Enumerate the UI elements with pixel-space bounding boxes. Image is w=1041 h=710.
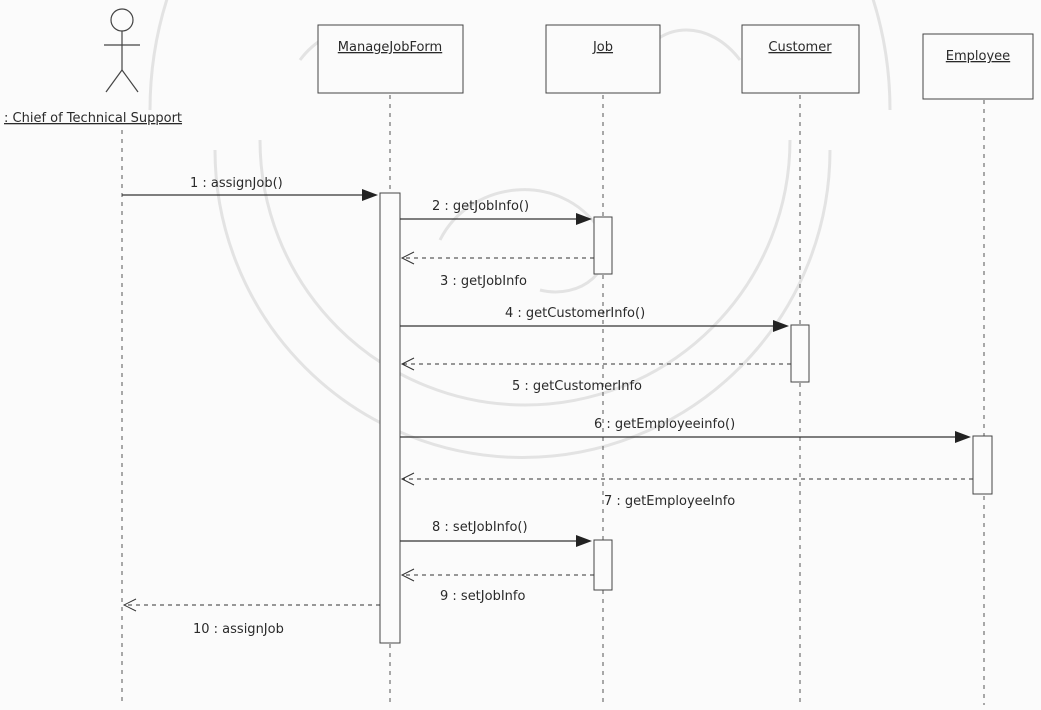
- activation-job-1: [594, 217, 612, 274]
- message-6-arrowhead: [955, 431, 971, 443]
- activation-employee: [973, 436, 992, 494]
- message-8-arrowhead: [576, 535, 592, 547]
- activation-customer: [791, 325, 809, 382]
- message-3-label: 3 : getJobInfo: [440, 274, 527, 289]
- message-8-label: 8 : setJobInfo(): [432, 520, 528, 535]
- message-2-label: 2 : getJobInfo(): [432, 199, 529, 214]
- object-box-manage-job-form: ManageJobForm: [318, 25, 463, 93]
- messages: [122, 189, 973, 611]
- message-4-label: 4 : getCustomerInfo(): [505, 306, 645, 321]
- object-name-customer: Customer: [768, 40, 832, 55]
- message-9-label: 9 : setJobInfo: [440, 589, 525, 604]
- object-box-customer: Customer: [742, 25, 859, 93]
- object-name-job: Job: [592, 40, 613, 55]
- actor-name: : Chief of Technical Support: [4, 111, 182, 126]
- message-7-label: 7 : getEmployeeInfo: [604, 494, 735, 509]
- object-box-job: Job: [546, 25, 660, 93]
- object-name-employee: Employee: [946, 49, 1010, 64]
- message-2-arrowhead: [576, 213, 592, 225]
- activation-job-2: [594, 540, 612, 590]
- message-1-label: 1 : assignJob(): [190, 176, 283, 191]
- object-name-manage-job-form: ManageJobForm: [338, 40, 442, 55]
- message-6-label: 6 : getEmployeeinfo(): [594, 417, 735, 432]
- message-4-arrowhead: [773, 320, 789, 332]
- message-1-arrowhead: [362, 189, 378, 201]
- actor-icon: [104, 9, 140, 92]
- object-box-employee: Employee: [923, 34, 1033, 99]
- message-10-label: 10 : assignJob: [193, 622, 284, 637]
- message-5-label: 5 : getCustomerInfo: [512, 379, 642, 394]
- activation-manage-job-form: [380, 193, 400, 643]
